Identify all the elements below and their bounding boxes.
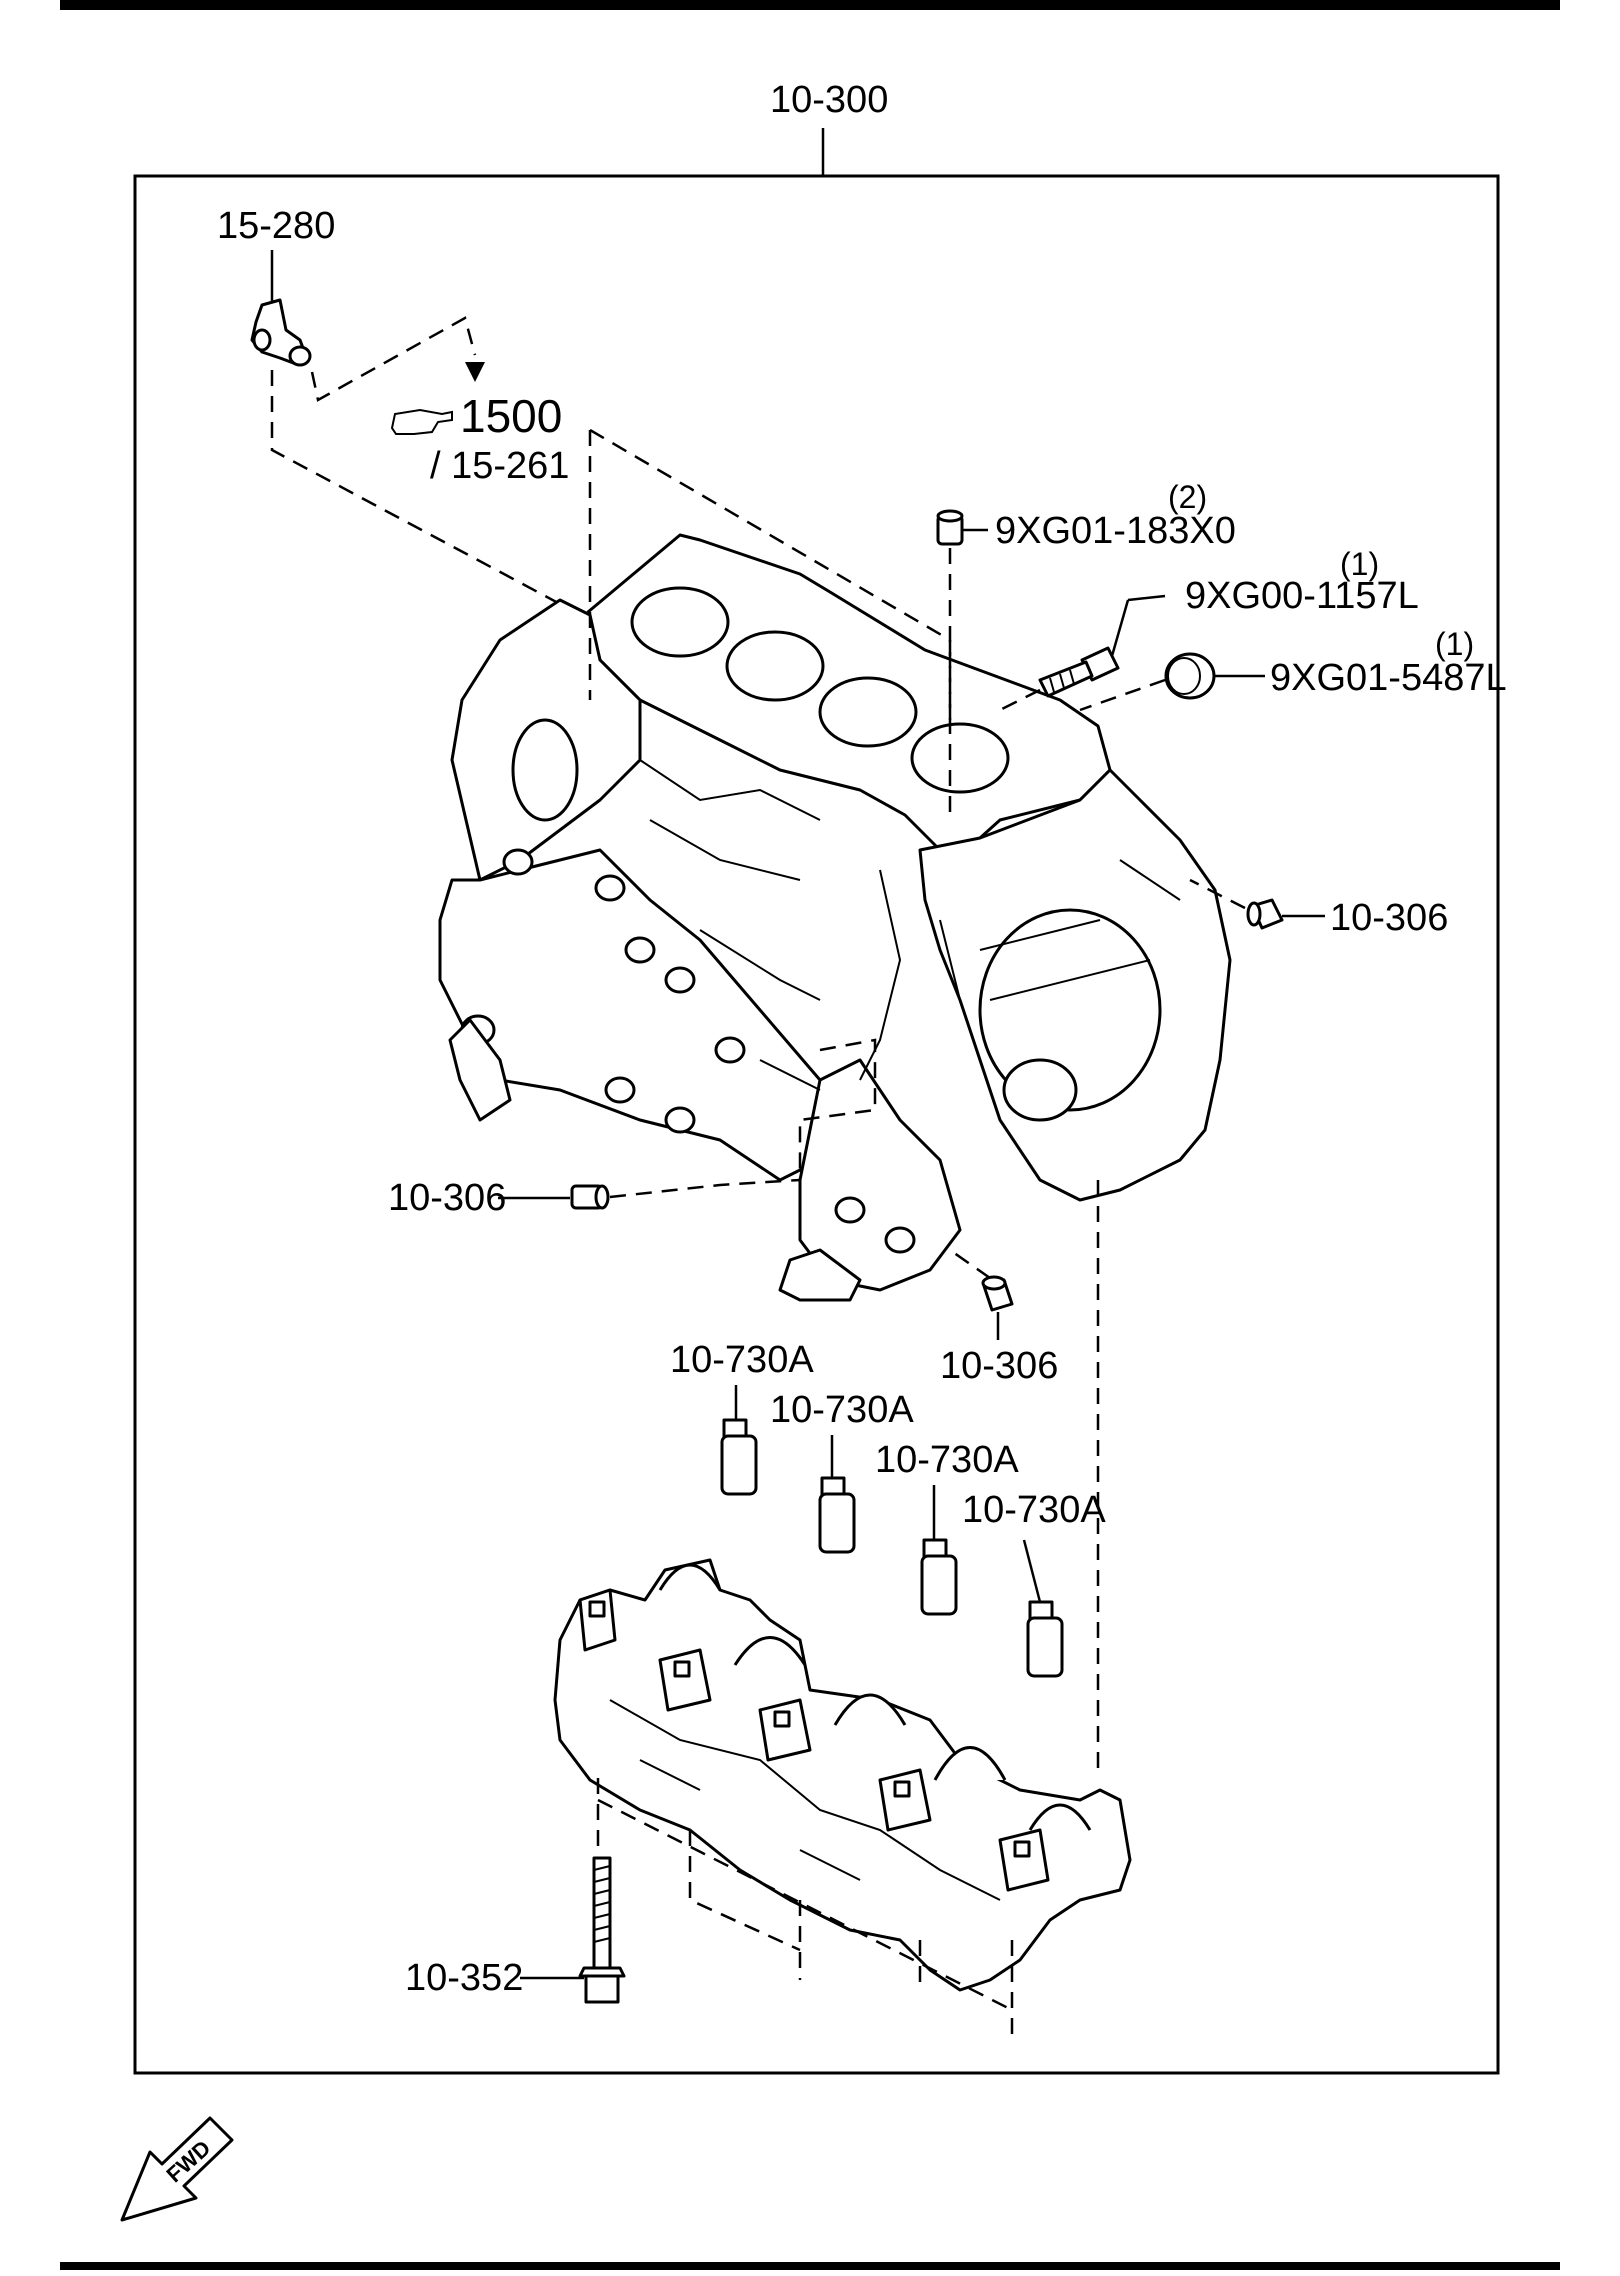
dowel-10-306-left	[570, 1184, 610, 1210]
cup-plug-9xg01-5487l	[1164, 652, 1216, 700]
leader-10-730a-4	[1022, 1539, 1042, 1603]
bottom-rule	[60, 2262, 1560, 2270]
qty-9xg01-183x0: (2)	[1168, 479, 1207, 515]
top-rule	[60, 0, 1560, 10]
dash-15-280-to-ref	[310, 316, 477, 402]
dash-9xg01-5487l	[1079, 678, 1166, 712]
bolt-10-352	[578, 1856, 626, 2004]
label-10-306-left: 10-306	[388, 1177, 506, 1219]
bore-3	[818, 676, 918, 748]
label-10-306-bottom: 10-306	[940, 1345, 1058, 1387]
bore-2	[725, 630, 825, 702]
dash-10-306-left	[609, 1178, 801, 1199]
assembly-frame	[133, 174, 1500, 2075]
qty-9xg00-1157l: (1)	[1340, 546, 1379, 582]
label-10-730a-1: 10-730A	[670, 1339, 814, 1381]
label-10-730a-4: 10-730A	[962, 1489, 1106, 1531]
dash-15-280-route	[270, 370, 591, 622]
ref-figure-number: 1500	[460, 390, 562, 442]
dash-block-top	[589, 428, 951, 642]
dash-9xg00-1157l	[999, 688, 1041, 712]
sleeve-10-730a-4	[1026, 1600, 1064, 1678]
label-10-352: 10-352	[405, 1957, 523, 1999]
dash-10-306-bottom	[949, 1248, 991, 1280]
dash-dowel-lower	[798, 1038, 877, 1200]
dowel-10-306-bottom	[981, 1275, 1014, 1312]
qty-9xg01-5487l: (1)	[1435, 626, 1474, 662]
bore-1	[630, 586, 730, 658]
hand-pointer-icon	[390, 408, 453, 435]
plug-9xg00-1157l	[1038, 599, 1130, 698]
sleeve-10-730a-3	[920, 1538, 958, 1616]
label-15-280: 15-280	[217, 205, 335, 247]
assembly-label: 10-300	[770, 79, 888, 121]
ref-subpart: / 15-261	[430, 445, 569, 487]
dash-10-306-right	[1189, 878, 1246, 910]
cylinder-block	[438, 533, 1232, 1302]
label-10-730a-3: 10-730A	[875, 1439, 1019, 1481]
bore-4	[910, 722, 1010, 794]
dowel-9xg01-183x0	[936, 509, 964, 546]
leader-9xg00-1157l	[1127, 594, 1166, 602]
sleeve-10-730a-1	[720, 1418, 758, 1496]
lower-crankcase	[553, 1558, 1132, 1992]
fitting-15-280	[250, 298, 312, 367]
label-10-730a-2: 10-730A	[770, 1389, 914, 1431]
label-9xg01-5487l: 9XG01-5487L	[1270, 657, 1507, 699]
arrow-to-ref-icon	[465, 362, 485, 382]
dowel-10-306-right	[1246, 898, 1284, 930]
label-10-306-right: 10-306	[1330, 897, 1448, 939]
sleeve-10-730a-2	[818, 1476, 856, 1554]
label-9xg00-1157l: 9XG00-1157L	[1185, 575, 1419, 617]
label-9xg01-183x0: 9XG01-183X0	[995, 510, 1236, 552]
fwd-arrow-icon: FWD	[120, 2116, 234, 2222]
